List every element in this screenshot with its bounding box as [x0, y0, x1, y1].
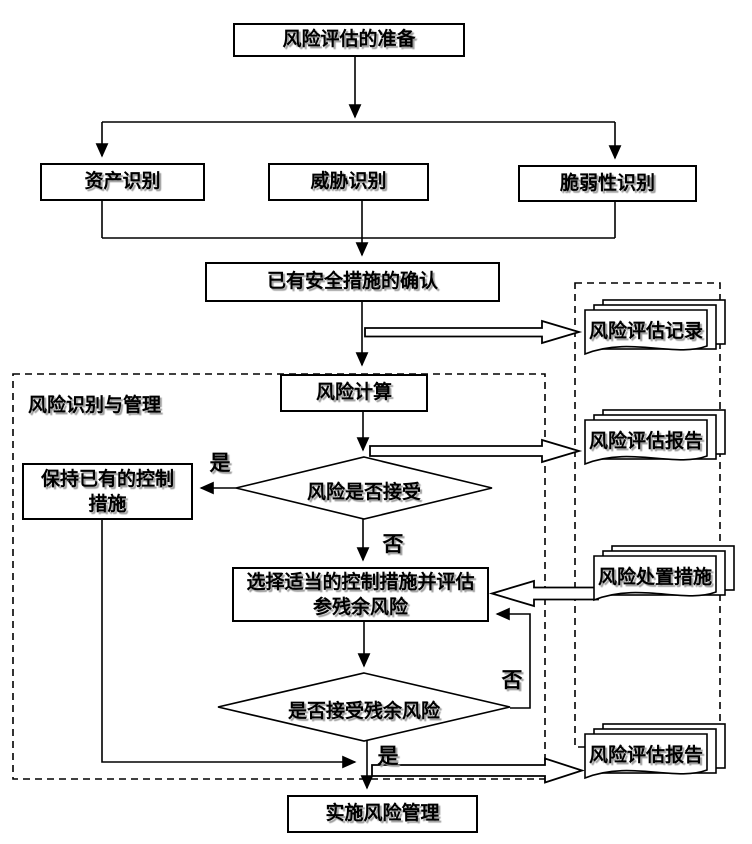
doc-assessment-report-bottom-shape	[584, 723, 726, 780]
doc-treatment-measures-shape	[593, 545, 735, 602]
connectors	[95, 57, 622, 790]
doc-treatment-measures-label: 风险处置措施	[597, 567, 712, 588]
node-asset: 资产识别	[40, 163, 205, 201]
node-select-controls: 选择适当的控制措施并评估 参残余风险	[232, 567, 489, 622]
block-arrow-to-record	[364, 319, 583, 345]
node-keep-controls: 保持已有的控制 措施	[22, 463, 193, 520]
edge-label-no-top: 否	[382, 533, 404, 556]
node-implement: 实施风险管理	[287, 795, 478, 833]
node-risk-calc: 风险计算	[280, 374, 428, 412]
edge-label-yes-bottom: 是	[377, 745, 399, 768]
node-threat-label: 威胁识别	[310, 171, 387, 192]
node-keep-controls-line2: 措施	[88, 493, 127, 515]
decision-residual-accept-shape	[217, 672, 511, 742]
doc-assessment-report-bottom-label: 风险评估报告	[588, 745, 703, 766]
edge-keep-to-implement	[101, 520, 357, 769]
risk-mgmt-group-frame	[12, 373, 546, 780]
node-select-controls-line1: 选择适当的控制措施并评估	[246, 571, 475, 593]
node-risk-calc-label: 风险计算	[315, 382, 392, 403]
node-prepare: 风险评估的准备	[233, 23, 465, 57]
block-arrow-to-report-bottom	[371, 757, 585, 784]
node-implement-label: 实施风险管理	[325, 803, 440, 824]
documents-group-frame	[574, 282, 721, 748]
document-shapes	[584, 299, 735, 780]
decision-risk-accept-shape	[235, 456, 493, 520]
node-select-controls-line2: 参残余风险	[312, 596, 408, 618]
decision-residual-accept-label: 是否接受残余风险	[287, 701, 440, 722]
block-arrow-to-report-top	[369, 438, 583, 464]
node-vulnerability: 脆弱性识别	[518, 165, 697, 202]
doc-assessment-record-label: 风险评估记录	[588, 321, 703, 342]
edge-label-no-right: 否	[501, 669, 523, 692]
risk-mgmt-group-title: 风险识别与管理	[28, 395, 162, 416]
decision-risk-accept-label: 风险是否接受	[306, 482, 421, 503]
node-confirm-measures-label: 已有安全措施的确认	[266, 271, 438, 292]
edge-decision2-no-loop	[495, 607, 531, 709]
doc-assessment-record-shape	[584, 299, 726, 356]
node-vulnerability-label: 脆弱性识别	[559, 172, 655, 194]
edge-label-yes-top: 是	[209, 452, 231, 475]
node-confirm-measures: 已有安全措施的确认	[205, 262, 500, 302]
node-keep-controls-line1: 保持已有的控制	[40, 468, 174, 490]
doc-assessment-report-top-label: 风险评估报告	[588, 431, 703, 452]
doc-assessment-report-top-shape	[584, 409, 726, 466]
node-asset-label: 资产识别	[84, 171, 161, 192]
node-threat: 威胁识别	[268, 163, 429, 201]
node-prepare-label: 风险评估的准备	[282, 29, 416, 50]
block-arrows	[364, 319, 599, 784]
